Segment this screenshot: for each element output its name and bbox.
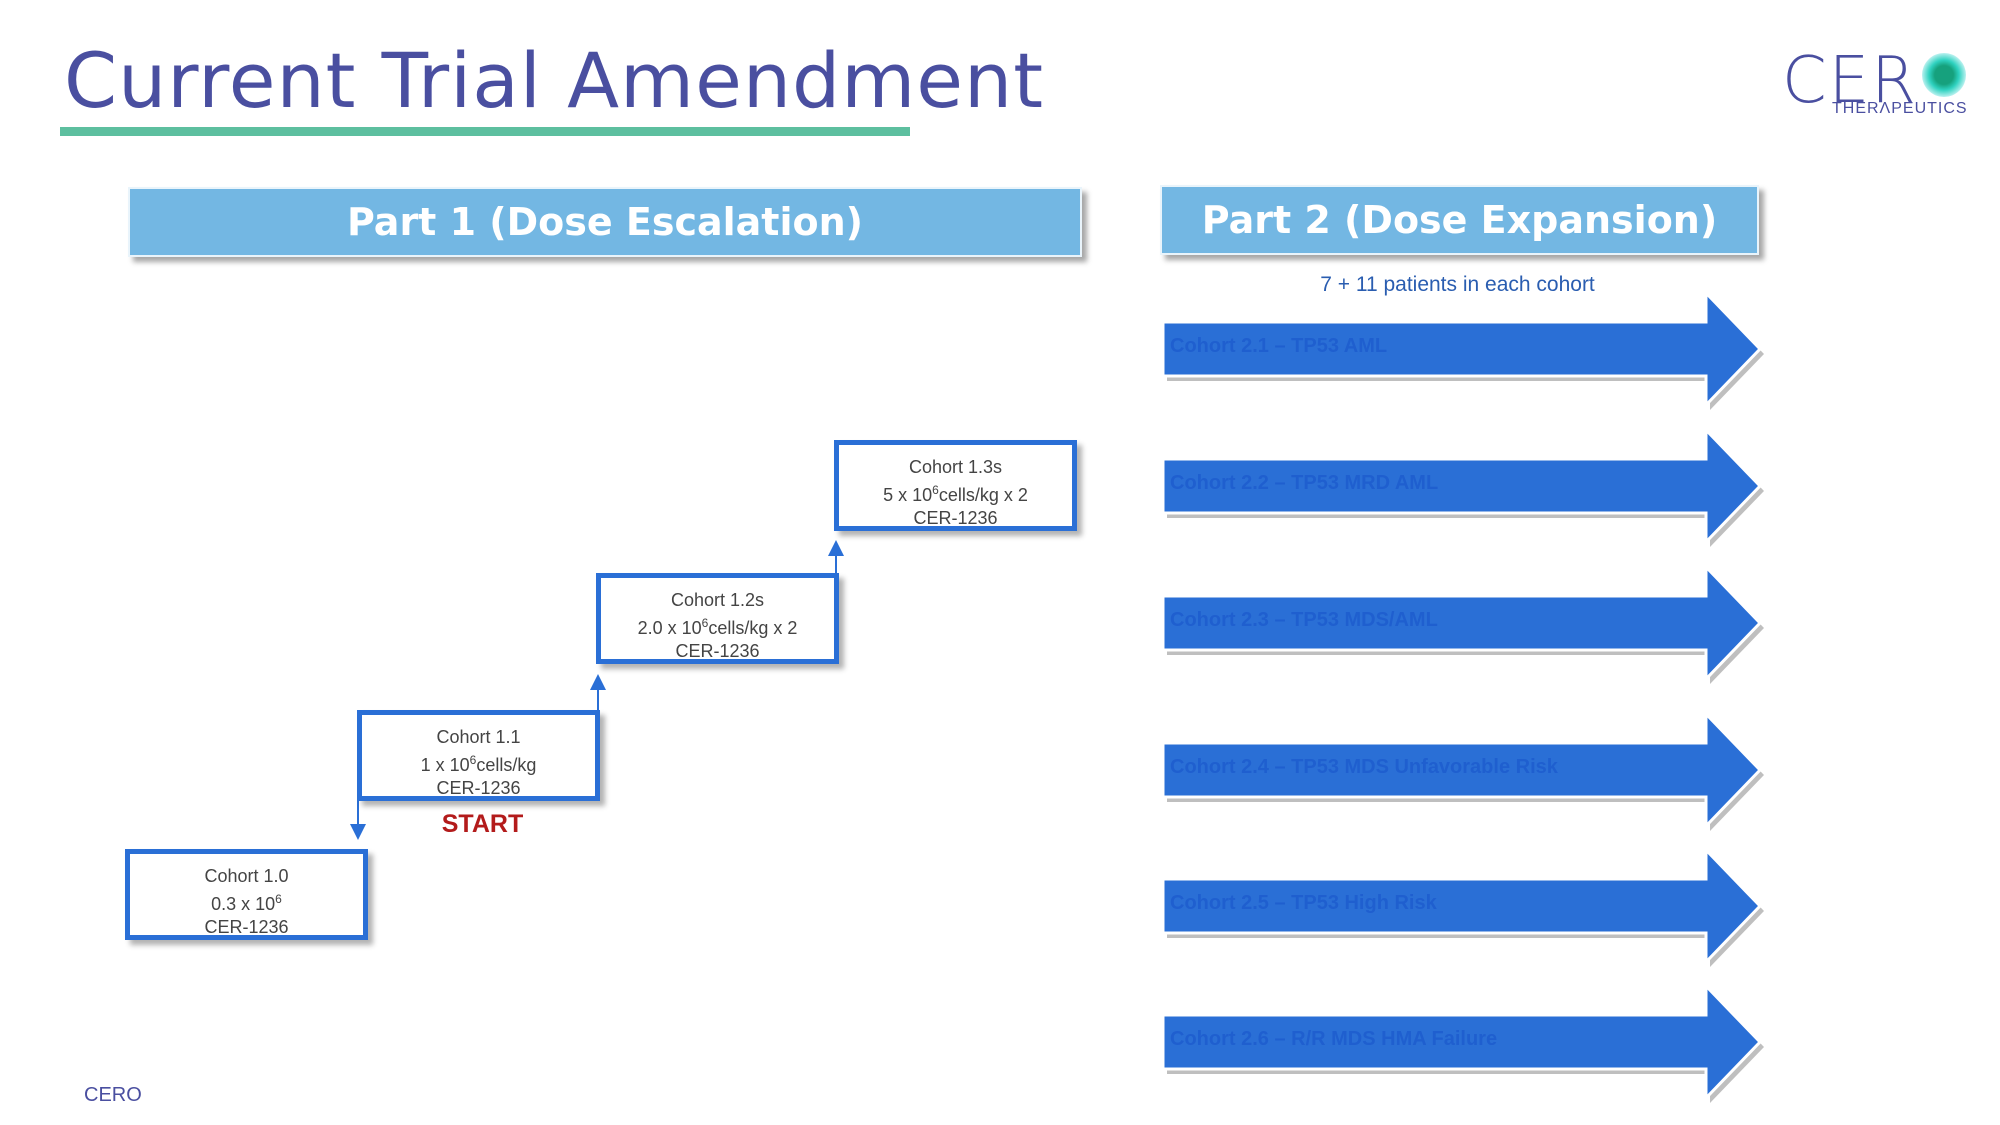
cohort-dose: 5 x 106cells/kg x 2 [883, 483, 1028, 505]
cohort-1-2s-box: Cohort 1.2s 2.0 x 106cells/kg x 2 CER-12… [596, 573, 839, 664]
cohort-dose: 0.3 x 106 [211, 892, 282, 914]
cohort-drug: CER-1236 [436, 778, 521, 798]
expansion-arrow-5 [1161, 846, 1763, 966]
cohort-1-0-box: Cohort 1.0 0.3 x 106 CER-1236 [125, 849, 368, 940]
expansion-arrow-4 [1161, 710, 1763, 830]
logo-subtitle: THERΛPEUTICS [1832, 100, 1968, 117]
part2-header: Part 2 (Dose Expansion) [1160, 185, 1759, 255]
logo-wordmark: CER [1782, 44, 1918, 118]
expansion-arrow-label: Cohort 2.5 – TP53 High Risk [1170, 892, 1437, 914]
cohort-drug: CER-1236 [204, 917, 289, 937]
expansion-arrow-label: Cohort 2.4 – TP53 MDS Unfavorable Risk [1170, 756, 1558, 778]
cero-logo: CER THERΛPEUTICS [1782, 44, 1967, 124]
cohort-name: Cohort 1.2s [670, 590, 765, 610]
cohort-name: Cohort 1.1 [436, 727, 521, 747]
expansion-arrows [1161, 289, 1764, 1103]
expansion-arrow-label: Cohort 2.6 – R/R MDS HMA Failure [1170, 1028, 1498, 1050]
start-label: START [441, 810, 524, 838]
expansion-arrow-label: Cohort 2.2 – TP53 MRD AML [1170, 472, 1439, 494]
expansion-arrow-6 [1161, 982, 1763, 1102]
expansion-arrow-3 [1161, 563, 1763, 683]
part2-patients-note: 7 + 11 patients in each cohort [1320, 273, 1595, 296]
expansion-arrow-2 [1161, 426, 1763, 546]
page-title: Current Trial Amendment [64, 36, 1045, 125]
cohort-name: Cohort 1.0 [204, 866, 289, 886]
cohort-drug: CER-1236 [913, 508, 998, 528]
expansion-arrow-label: Cohort 2.1 – TP53 AML [1170, 335, 1388, 357]
logo-circle-icon [1922, 53, 1966, 97]
title-underline [60, 127, 910, 136]
expansion-arrow-label: Cohort 2.3 – TP53 MDS/AML [1170, 609, 1438, 631]
cohort-1-3s-box: Cohort 1.3s 5 x 106cells/kg x 2 CER-1236 [834, 440, 1077, 531]
cohort-name: Cohort 1.3s [908, 457, 1003, 477]
cohort-drug: CER-1236 [675, 641, 760, 661]
expansion-arrow-1 [1161, 289, 1763, 409]
cohort-1-1-box: Cohort 1.1 1 x 106cells/kg CER-1236 [357, 710, 600, 801]
cohort-dose: 2.0 x 106cells/kg x 2 [637, 616, 798, 638]
footer-brand: CERO [84, 1084, 142, 1106]
part1-header: Part 1 (Dose Escalation) [128, 187, 1082, 257]
cohort-dose: 1 x 106cells/kg [420, 753, 537, 775]
